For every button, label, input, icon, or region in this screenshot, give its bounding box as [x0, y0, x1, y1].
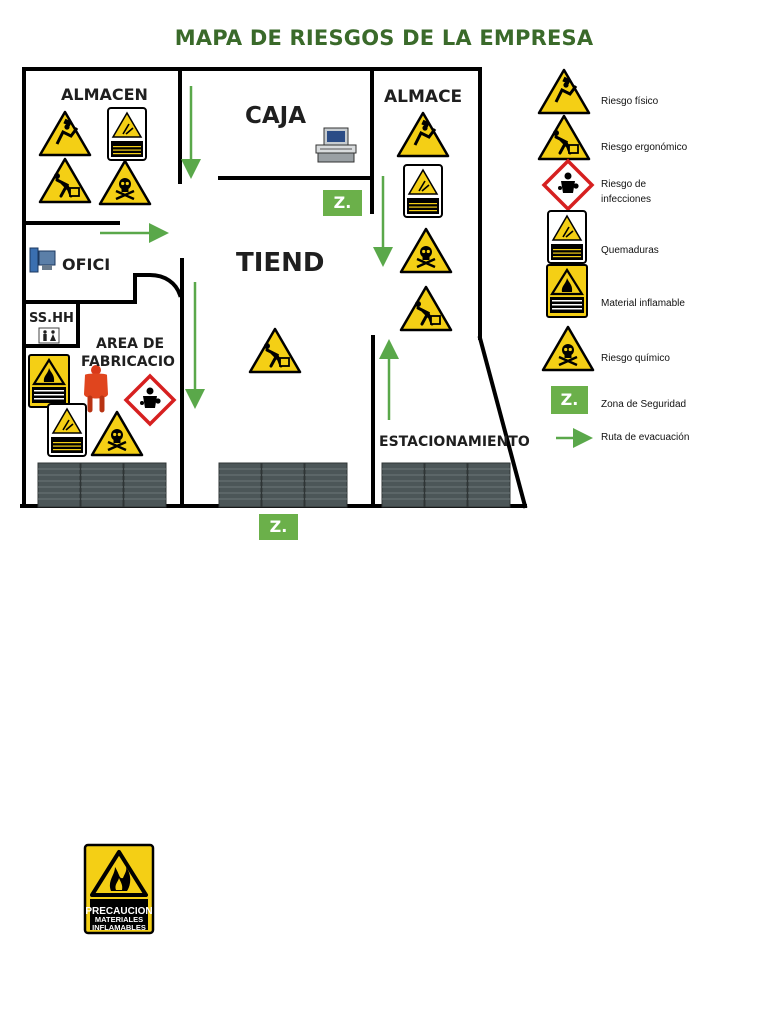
large-sign-text-inflamables: INFLAMABLES — [92, 923, 146, 932]
legend-label-ergonomic: Riesgo ergonómico — [601, 142, 688, 153]
room-label-fabricacion-line1: AREA DE — [96, 336, 165, 352]
restroom-icon — [38, 327, 60, 344]
flammable-sign-icon — [545, 263, 589, 319]
large-flammable-sign — [83, 843, 155, 935]
room-label-almacen-right: ALMACE — [384, 87, 463, 107]
legend-label-safety-zone: Zona de Seguridad — [601, 399, 687, 410]
burns-sign-icon — [547, 210, 587, 264]
evacuation-route — [100, 86, 399, 420]
legend-label-physical: Riesgo físico — [601, 96, 659, 107]
legend-label-evacuation: Ruta de evacuación — [601, 432, 690, 443]
large-sign-text-materiales: MATERIALES — [95, 915, 143, 924]
physical-risk-icon — [396, 111, 450, 158]
burns-sign-icon — [107, 107, 147, 161]
cash-register-icon — [315, 127, 357, 163]
ergonomic-risk-icon — [248, 327, 302, 374]
physical-risk-icon — [38, 110, 92, 157]
legend-label-infection: Riesgo de infecciones — [601, 179, 652, 205]
ergonomic-risk-icon — [537, 114, 591, 161]
chemical-risk-icon — [98, 159, 152, 206]
map-title: MAPA DE RIESGOS DE LA EMPRESA — [174, 26, 594, 50]
room-label-almacen: ALMACEN — [61, 85, 148, 104]
infection-risk-icon — [124, 374, 176, 426]
chemical-risk-icon — [399, 227, 453, 274]
room-label-estacionamiento: ESTACIONAMIENTO — [379, 434, 530, 450]
safety-zone-marker: Z. — [259, 514, 298, 540]
burns-sign-icon — [403, 164, 443, 218]
legend-label-flammable: Material inflamable — [601, 298, 685, 309]
safety-zone-icon: Z. — [551, 386, 588, 414]
large-sign-text-precaucion: PRECAUCION — [85, 906, 152, 917]
room-label-fabricacion-line2: FABRICACIO — [81, 354, 175, 370]
room-label-caja: CAJA — [245, 103, 307, 129]
legend-label-burns: Quemaduras — [601, 245, 659, 256]
physical-risk-icon — [537, 68, 591, 115]
legend-icons — [537, 68, 595, 448]
chemical-risk-icon — [90, 410, 144, 457]
computer-icon — [29, 247, 56, 273]
burns-sign-icon — [47, 403, 87, 457]
worker-icon — [84, 365, 108, 413]
ergonomic-risk-icon — [399, 285, 453, 332]
room-label-tienda: TIEND — [236, 248, 325, 278]
room-label-sshh: SS.HH — [29, 311, 74, 326]
room-label-oficina: OFICI — [62, 255, 111, 274]
legend-label-chemical: Riesgo químico — [601, 353, 670, 364]
infection-risk-icon — [542, 159, 594, 211]
safety-zone-marker: Z. — [323, 190, 362, 216]
ergonomic-risk-icon — [38, 157, 92, 204]
shutter-doors — [37, 462, 511, 508]
chemical-risk-icon — [541, 325, 595, 372]
flammable-sign-icon — [27, 353, 71, 409]
